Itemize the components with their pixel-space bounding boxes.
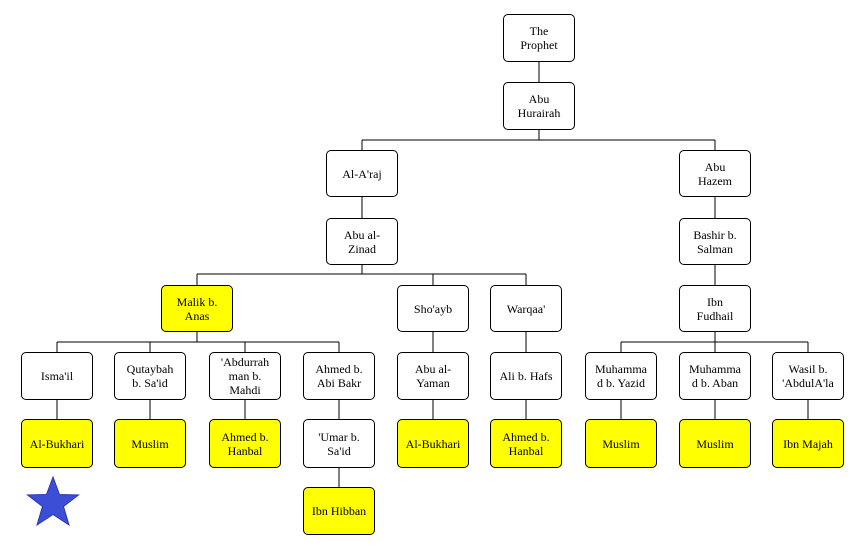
node-ibn-fudhail: Ibn Fudhail <box>679 285 751 332</box>
node-muslim: Muslim <box>114 419 186 468</box>
node-al-bukhari: Al-Bukhari <box>397 419 469 468</box>
node-ibn-majah: Ibn Majah <box>772 419 844 468</box>
node-abu-hurairah: Abu Hurairah <box>503 82 575 130</box>
node-ahmed-b-abi-bakr: Ahmed b. Abi Bakr <box>303 352 375 400</box>
node-warqaa: Warqaa' <box>490 285 562 332</box>
node-al-araj: Al-A'raj <box>326 150 398 197</box>
node-abu-al-zinad: Abu al- Zinad <box>326 218 398 265</box>
node-ahmed-b-hanbal: Ahmed b. Hanbal <box>490 419 562 468</box>
node-umar-b-said: 'Umar b. Sa'id <box>303 419 375 468</box>
node-bashir-b-salman: Bashir b. Salman <box>679 218 751 265</box>
node-muslim: Muslim <box>679 419 751 468</box>
node-abdurrahman-b-mahdi: 'Abdurrah man b. Mahdi <box>209 352 281 400</box>
node-abu-al-yaman: Abu al- Yaman <box>397 352 469 400</box>
node-ibn-hibban: Ibn Hibban <box>303 487 375 535</box>
node-muhammad-b-aban: Muhamma d b. Aban <box>679 352 751 400</box>
node-al-bukhari: Al-Bukhari <box>21 419 93 468</box>
node-abu-hazem: Abu Hazem <box>679 150 751 197</box>
star-icon <box>26 476 80 527</box>
node-the-prophet: The Prophet <box>503 14 575 62</box>
node-ahmed-b-hanbal: Ahmed b. Hanbal <box>209 419 281 468</box>
node-qutaybah-b-said: Qutaybah b. Sa'id <box>114 352 186 400</box>
node-ismail: Isma'il <box>21 352 93 400</box>
node-muhammad-b-yazid: Muhamma d b. Yazid <box>585 352 657 400</box>
node-shoayb: Sho'ayb <box>397 285 469 332</box>
node-wasil-b-abdulala: Wasil b. 'AbdulA'la <box>772 352 844 400</box>
node-malik-b-anas: Malik b. Anas <box>161 285 233 332</box>
node-muslim: Muslim <box>585 419 657 468</box>
node-ali-b-hafs: Ali b. Hafs <box>490 352 562 400</box>
